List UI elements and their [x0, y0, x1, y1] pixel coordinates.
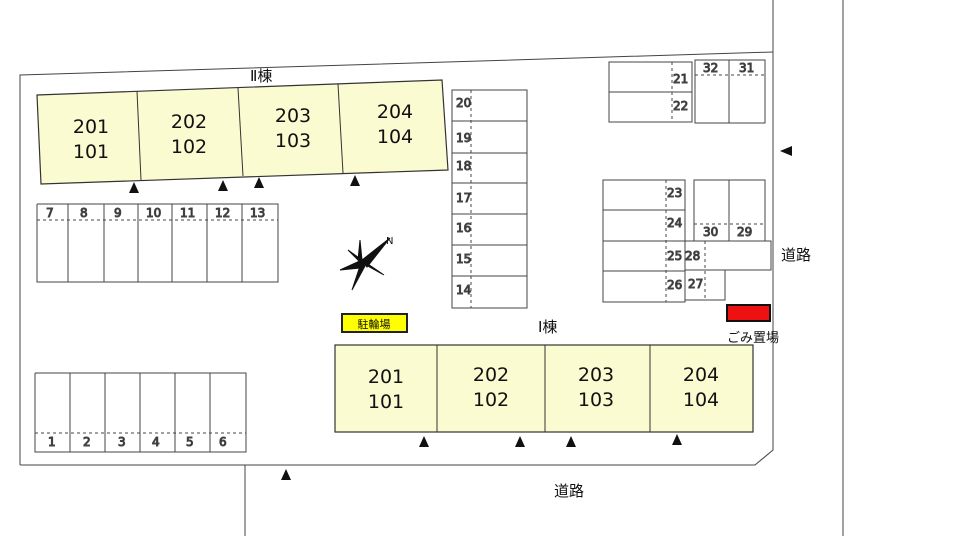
entrance-arrow-icon	[419, 436, 429, 447]
entrance-arrow-icon	[780, 146, 792, 156]
building-2-name: Ⅱ棟	[250, 67, 272, 85]
road-label-right: 道路	[781, 246, 811, 264]
parking-number: 21	[673, 72, 688, 86]
parking-number: 10	[146, 206, 161, 220]
unit-upper: 203	[578, 364, 614, 386]
parking-column-14-20: 20 19 18 17 16 15 14	[451, 89, 528, 309]
parking-number: 26	[667, 278, 682, 292]
entrance-markers	[129, 146, 792, 480]
garbage-label: ごみ置場	[727, 330, 779, 346]
unit-upper: 203	[275, 105, 311, 127]
compass-label: N	[386, 236, 393, 247]
building-1-name: Ⅰ棟	[538, 318, 557, 336]
unit-lower: 102	[171, 136, 207, 158]
entrance-arrow-icon	[254, 177, 264, 188]
parking-31-32: 32 31	[694, 59, 766, 124]
unit-lower: 101	[368, 391, 404, 413]
parking-number: 8	[80, 206, 88, 220]
parking-number: 14	[456, 283, 471, 297]
parking-number: 25	[667, 249, 682, 263]
parking-number: 29	[737, 225, 752, 239]
unit-upper: 202	[473, 364, 509, 386]
parking-number: 1	[48, 435, 56, 449]
unit-lower: 104	[683, 389, 719, 411]
entrance-arrow-icon	[672, 434, 682, 445]
parking-row-1-6: 1 2 3 4 5 6	[34, 372, 247, 453]
parking-number: 15	[456, 252, 471, 266]
parking-number: 6	[219, 435, 227, 449]
parking-number: 18	[456, 159, 471, 173]
parking-number: 23	[667, 186, 682, 200]
parking-number: 22	[673, 99, 688, 113]
parking-number: 20	[456, 96, 471, 110]
entrance-arrow-icon	[566, 436, 576, 447]
parking-number: 9	[114, 206, 122, 220]
entrance-arrow-icon	[129, 182, 139, 193]
unit-upper: 202	[171, 111, 207, 133]
parking-number: 3	[118, 435, 126, 449]
bicycle-label: 駐輪場	[358, 317, 391, 331]
compass-icon: N	[339, 236, 393, 291]
parking-number: 11	[180, 206, 195, 220]
bicycle-parking: 駐輪場	[341, 313, 408, 333]
unit-lower: 101	[73, 141, 109, 163]
parking-number: 12	[215, 206, 230, 220]
building-1: Ⅰ棟 201 101 202 102 203 103 204 104	[334, 318, 754, 433]
parking-21-22: 21 22	[608, 61, 693, 123]
unit-lower: 103	[578, 389, 614, 411]
parking-number: 19	[456, 131, 471, 145]
parking-number: 17	[456, 191, 471, 205]
parking-number: 2	[83, 435, 91, 449]
parking-23-26: 23 24 25 26	[602, 179, 686, 303]
parking-number: 4	[152, 435, 160, 449]
building-2: Ⅱ棟 201 101 202 102 203 103 204 104	[36, 67, 449, 185]
parking-27-30: 30 29 28 27	[685, 179, 772, 301]
unit-lower: 104	[377, 126, 413, 148]
unit-lower: 102	[473, 389, 509, 411]
unit-upper: 204	[683, 364, 719, 386]
parking-number: 27	[688, 277, 703, 291]
parking-number: 16	[456, 221, 471, 235]
parking-number: 28	[685, 249, 700, 263]
parking-number: 32	[703, 61, 718, 75]
road-label-bottom: 道路	[554, 482, 584, 500]
site-boundary	[19, 0, 844, 536]
parking-number: 5	[186, 435, 194, 449]
unit-upper: 201	[73, 116, 109, 138]
entrance-arrow-icon	[350, 175, 360, 186]
unit-upper: 201	[368, 366, 404, 388]
entrance-arrow-icon	[218, 180, 228, 191]
unit-lower: 103	[275, 130, 311, 152]
parking-number: 7	[46, 206, 54, 220]
parking-number: 24	[667, 216, 682, 230]
unit-upper: 204	[377, 101, 413, 123]
garbage-area: ごみ置場	[726, 304, 779, 346]
parking-number: 13	[250, 206, 265, 220]
entrance-arrow-icon	[515, 436, 525, 447]
parking-row-7-13: 7 8 9 10 11 12 13	[36, 203, 279, 283]
entrance-arrow-icon	[281, 469, 291, 480]
parking-number: 31	[739, 61, 754, 75]
parking-number: 30	[703, 225, 718, 239]
